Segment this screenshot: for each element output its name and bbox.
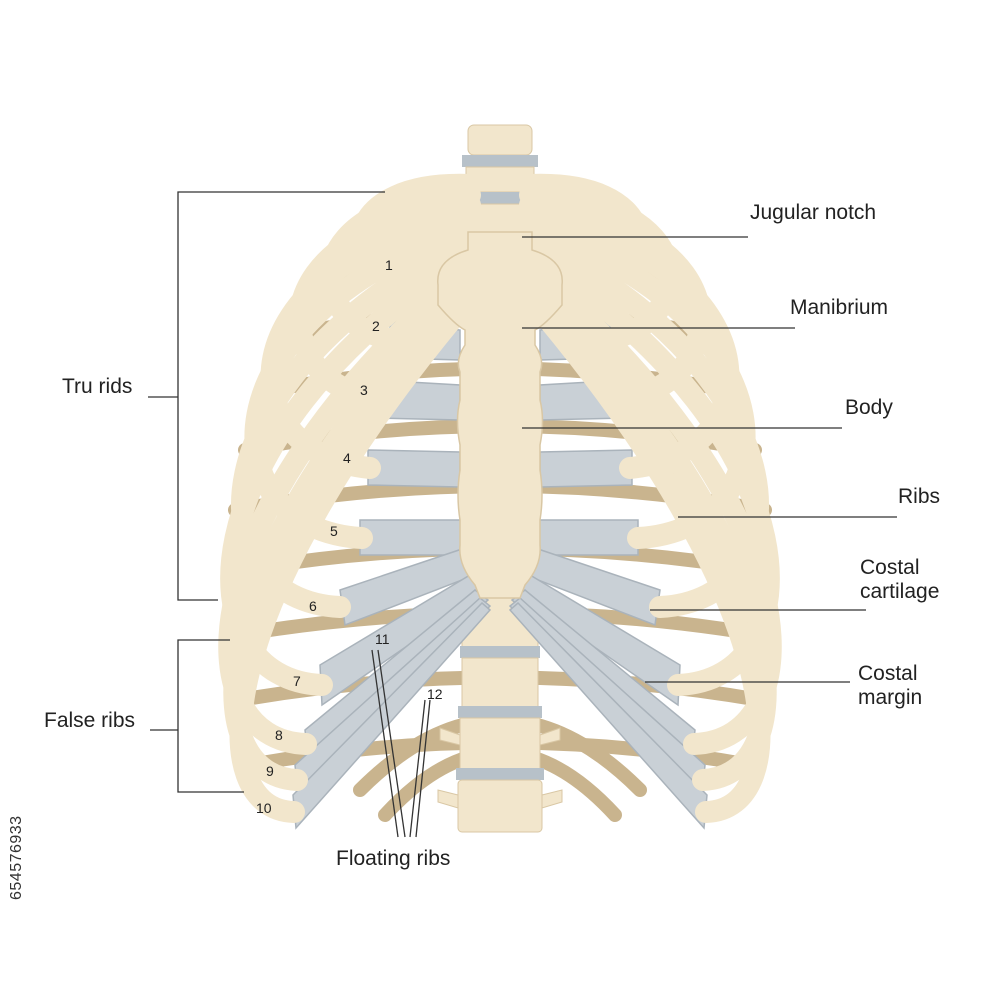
rib-number-6: 6 [309,598,317,614]
label-body: Body [845,396,893,419]
rib-number-3: 3 [360,382,368,398]
rib-number-8: 8 [275,727,283,743]
label-manubrium: Manibrium [790,296,889,319]
rib-number-1: 1 [385,257,393,273]
rib-number-5: 5 [330,523,338,539]
label-costal-margin-line2: margin [858,686,923,709]
stock-id-watermark: 654576933 [8,760,38,900]
rib-number-2: 2 [372,318,380,334]
label-true-ribs: Tru rids [62,375,133,398]
label-costal-cartilage-line1: Costal [860,556,920,579]
rib-number-10: 10 [256,800,272,816]
rib-number-9: 9 [266,763,274,779]
rib-number-11: 11 [375,631,390,647]
label-false-ribs: False ribs [44,709,136,732]
rib-number-12: 12 [427,686,443,702]
label-ribs: Ribs [898,485,941,508]
anterior-ribs [218,173,782,823]
label-costal-margin-line1: Costal [858,662,918,685]
leader-lines [148,191,897,838]
label-costal-cartilage-line2: cartilage [860,580,940,603]
stock-id-text: 654576933 [8,815,25,900]
label-jugular-notch: Jugular notch [750,201,877,224]
label-floating-ribs: Floating ribs [336,847,451,870]
sternum [437,231,563,599]
rib-number-7: 7 [293,673,301,689]
rib-number-4: 4 [343,450,351,466]
